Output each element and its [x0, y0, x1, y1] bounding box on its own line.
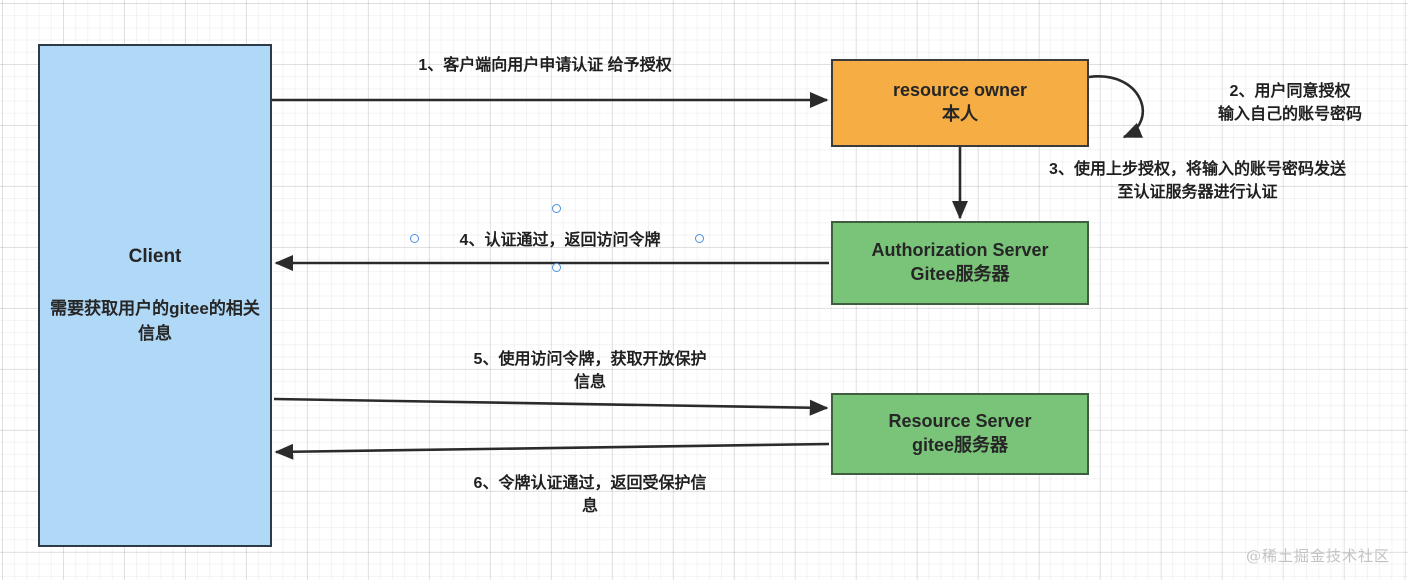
edge-3-label[interactable]: 3、使用上步授权，将输入的账号密码发送 至认证服务器进行认证	[1049, 161, 1346, 202]
selection-handle-right[interactable]	[695, 234, 704, 243]
selection-handle-bottom[interactable]	[552, 263, 561, 272]
node-resource-owner-title: resource owner	[892, 80, 1028, 101]
edge-1-label[interactable]: 1、客户端向用户申请认证 给予授权	[418, 57, 672, 74]
node-client-title: Client	[128, 246, 182, 268]
edge-5-label[interactable]: 5、使用访问令牌，获取开放保护 信息	[473, 351, 707, 392]
selection-handle-left[interactable]	[410, 234, 419, 243]
node-resource-owner-subtitle: 本人	[942, 104, 978, 124]
watermark: @稀土掘金技术社区	[1245, 547, 1390, 565]
edge-2-label[interactable]: 2、用户同意授权 输入自己的账号密码	[1217, 83, 1362, 124]
node-authorization-server-subtitle: Gitee服务器	[910, 264, 1010, 284]
selection-handle-top[interactable]	[552, 204, 561, 213]
node-resource-server-subtitle: gitee服务器	[911, 435, 1008, 455]
node-authorization-server[interactable]: Authorization Server Gitee服务器	[831, 221, 1089, 305]
node-resource-server-title: Resource Server	[888, 411, 1032, 432]
edge-6-label[interactable]: 6、令牌认证通过，返回受保护信 息	[473, 475, 707, 516]
node-client-subtitle: 需要获取用户的gitee的相关信息	[50, 298, 260, 344]
node-client[interactable]: Client 需要获取用户的gitee的相关信息	[38, 44, 272, 547]
edge-4-label[interactable]: 4、认证通过，返回访问令牌	[459, 232, 661, 249]
edge-6-arrow[interactable]	[274, 442, 830, 460]
node-resource-owner[interactable]: resource owner 本人	[831, 59, 1089, 147]
node-authorization-server-title: Authorization Server	[871, 240, 1049, 261]
edge-2-self-loop-arrow[interactable]	[1088, 75, 1144, 139]
node-resource-server[interactable]: Resource Server gitee服务器	[831, 393, 1089, 475]
edge-5-arrow[interactable]	[273, 397, 829, 416]
